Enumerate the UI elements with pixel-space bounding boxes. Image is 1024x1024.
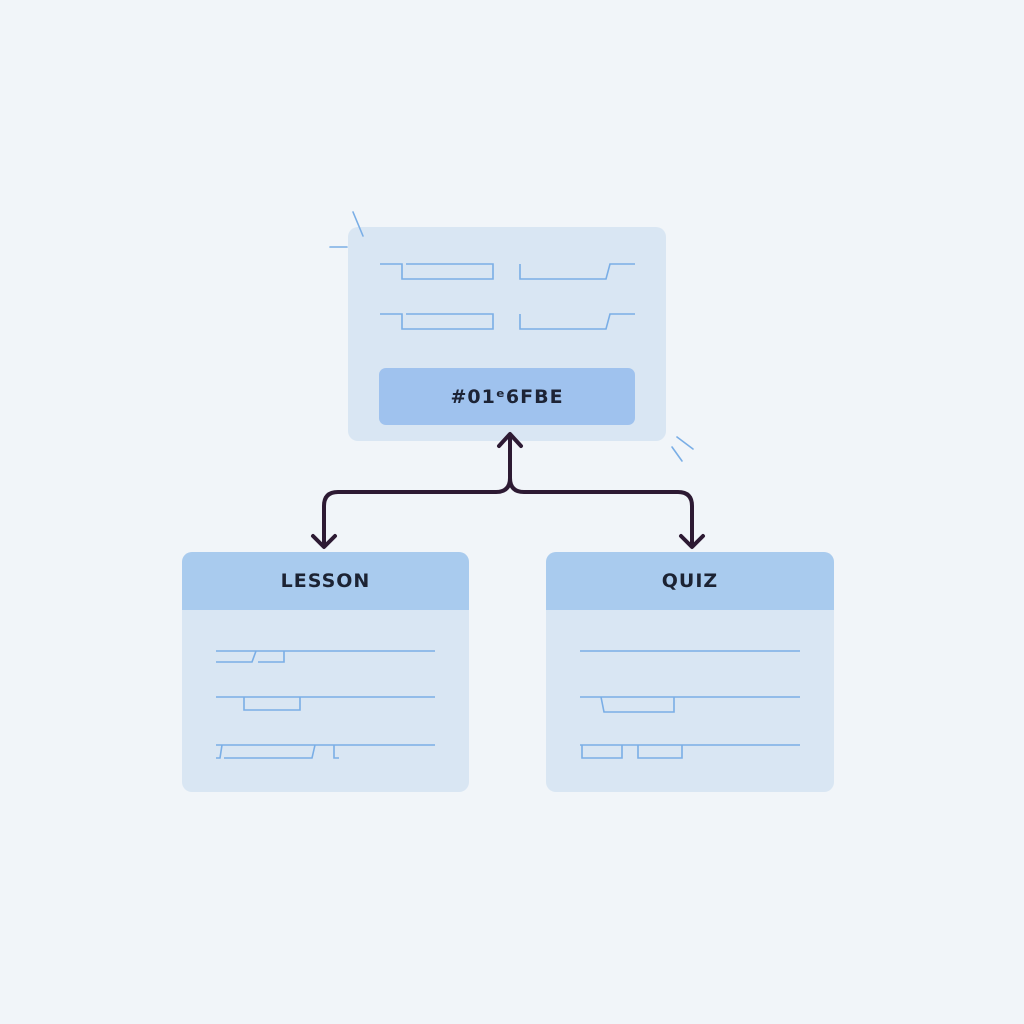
form-field-4 (519, 313, 635, 330)
lesson-line-2 (216, 696, 435, 711)
primary-button[interactable]: #01ᵉ6FBE (379, 368, 635, 425)
quiz-line-3 (580, 744, 800, 759)
form-field-2 (519, 263, 635, 280)
quiz-card-title: QUIZ (546, 552, 834, 610)
branch-connector-right (508, 476, 694, 546)
form-card: #01ᵉ6FBE (348, 227, 666, 441)
quiz-card: QUIZ (546, 552, 834, 792)
arrow-down-left-icon (311, 534, 337, 549)
arrow-down-right-icon (679, 534, 705, 549)
lesson-line-3 (216, 744, 435, 759)
lesson-card: LESSON (182, 552, 469, 792)
branch-connector (322, 436, 512, 546)
quiz-line-2 (580, 696, 800, 713)
lesson-card-title: LESSON (182, 552, 469, 610)
lesson-line-1 (216, 650, 435, 663)
form-field-1 (380, 263, 494, 280)
form-field-3 (380, 313, 494, 330)
